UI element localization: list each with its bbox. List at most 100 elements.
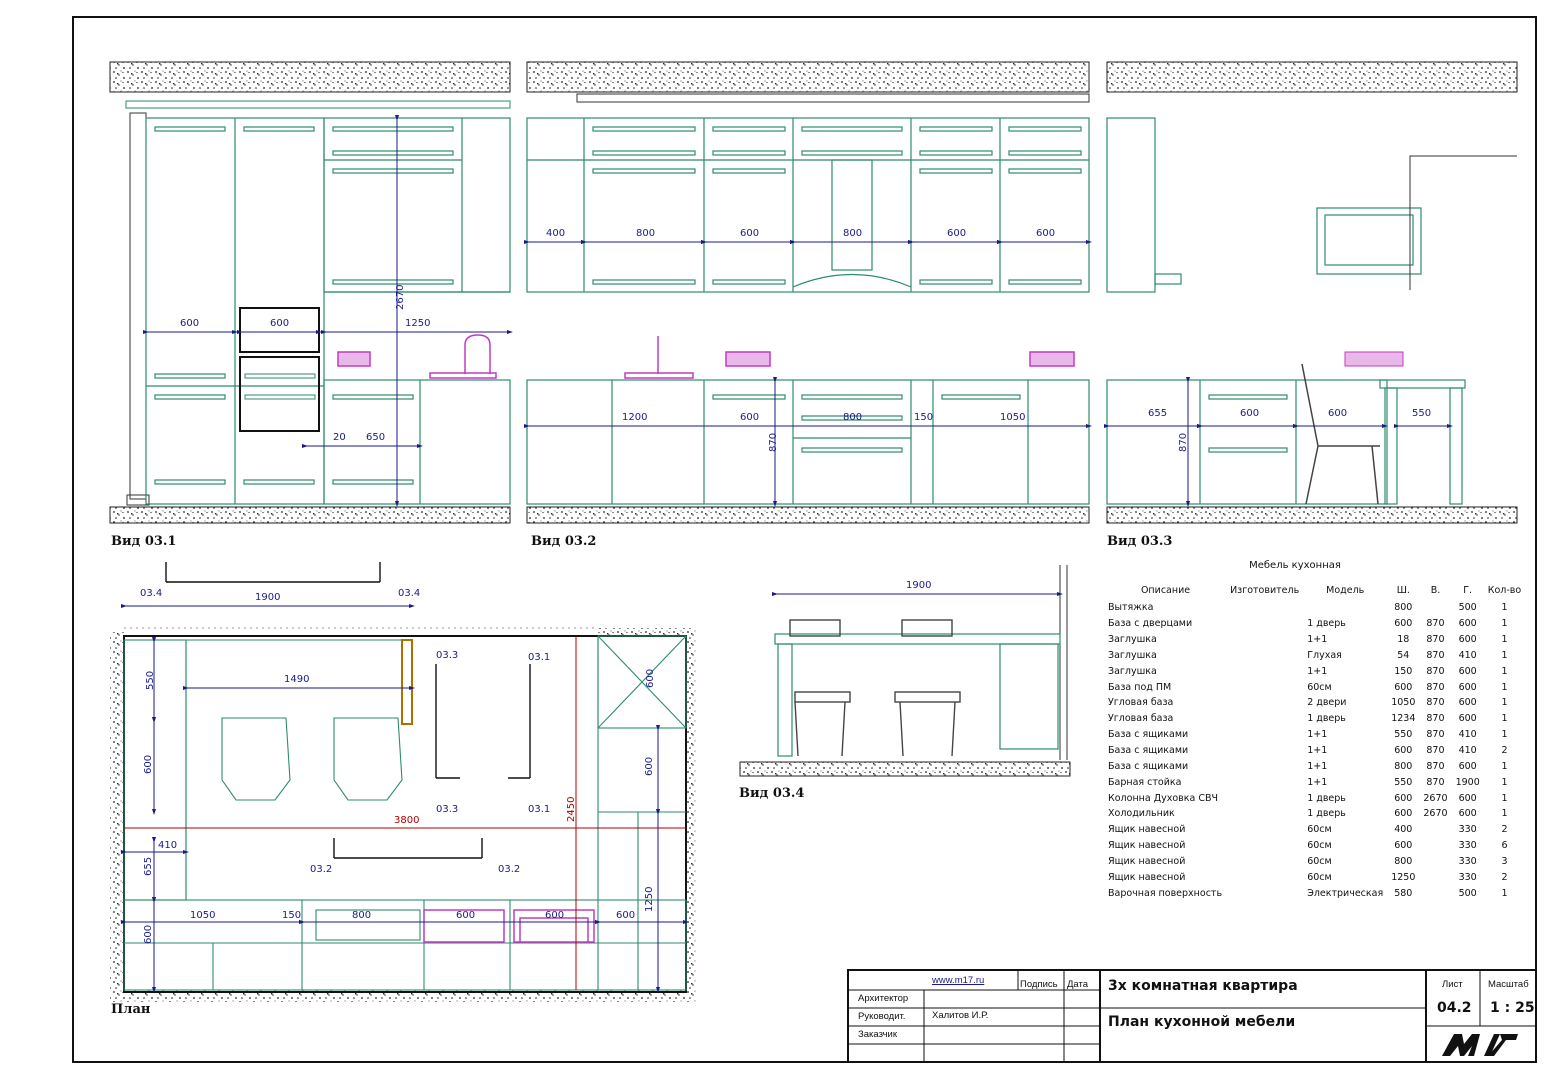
spec-cell: 870	[1426, 681, 1445, 693]
view-label-03-1: Вид 03.1	[111, 534, 177, 549]
spec-cell: База с ящиками	[1108, 745, 1189, 757]
spec-cell: 54	[1397, 649, 1410, 661]
spec-cell: 1+1	[1307, 776, 1328, 788]
ref-plan-031b: 03.1	[528, 804, 550, 815]
dim-plan-600b: 600	[143, 925, 154, 944]
dim-plan-410: 410	[158, 840, 177, 851]
spec-cell: 150	[1394, 665, 1413, 677]
spec-cell: 1+1	[1307, 745, 1328, 757]
spec-cell: 330	[1458, 840, 1477, 852]
spec-cell: 60см	[1307, 840, 1332, 852]
head-name: Халитов И.Р.	[932, 1010, 989, 1021]
spec-cell: Вытяжка	[1108, 602, 1154, 614]
spec-header-cell: Кол-во	[1487, 585, 1522, 596]
spec-cell: Ящик навесной	[1108, 871, 1186, 883]
spec-cell	[1226, 727, 1303, 743]
spec-cell: 1	[1501, 681, 1508, 693]
spec-cell: 600	[1458, 634, 1477, 646]
view-03-1: 600 600 1250 2670 20 650	[109, 61, 513, 524]
spec-cell	[1419, 885, 1451, 901]
spec-cell: 3	[1501, 855, 1508, 867]
scale-label: Масштаб	[1488, 979, 1529, 990]
spec-cell	[1226, 600, 1303, 616]
spec-cell: 1050	[1391, 697, 1416, 709]
spec-cell: 870	[1426, 697, 1445, 709]
dim-v2-150: 150	[914, 412, 933, 423]
dim-plan-600c: 600	[645, 669, 656, 688]
spec-cell: 800	[1394, 602, 1413, 614]
spec-cell: 800	[1394, 760, 1413, 772]
spec-cell: 330	[1458, 855, 1477, 867]
spec-cell: 2670	[1423, 792, 1448, 804]
m17-logo	[1442, 1034, 1518, 1056]
spec-cell: 870	[1426, 776, 1445, 788]
sheet-title: План кухонной мебели	[1108, 1014, 1296, 1030]
dim-plan-b600a: 600	[456, 910, 475, 921]
spec-header-cell: Г.	[1463, 585, 1473, 596]
title-block: www.m17.ru Подпись Дата Архитектор Руков…	[848, 970, 1536, 1060]
dim-plan-655: 655	[143, 857, 154, 876]
spec-cell: 600	[1394, 792, 1413, 804]
spec-header-cell: Описание	[1140, 585, 1191, 596]
spec-cell	[1226, 632, 1303, 648]
floor-slab	[739, 761, 1071, 777]
ceiling-slab	[1106, 61, 1518, 93]
spec-cell: Электрическая	[1307, 887, 1384, 899]
spec-cell	[1226, 616, 1303, 632]
spec-cell: 1900	[1455, 776, 1480, 788]
spec-cell: 60см	[1307, 681, 1332, 693]
spec-cell: Ящик навесной	[1108, 855, 1186, 867]
spec-cell: 1+1	[1307, 729, 1328, 741]
dim-v2-1200: 1200	[622, 412, 647, 423]
spec-cell	[1226, 743, 1303, 759]
date-label: Дата	[1067, 979, 1089, 990]
dim-plan-550: 550	[145, 671, 156, 690]
ref-plan-033a: 03.3	[436, 650, 458, 661]
spec-cell: 600	[1458, 618, 1477, 630]
ref-plan-032b: 03.2	[498, 864, 520, 875]
spec-cell	[1226, 695, 1303, 711]
spec-cell: 60см	[1307, 871, 1332, 883]
site-link[interactable]: www.m17.ru	[932, 975, 985, 986]
dim-plan-600d: 600	[644, 757, 655, 776]
spec-cell: 2670	[1423, 808, 1448, 820]
spec-cell: 1	[1501, 887, 1508, 899]
dim-v2-600b: 600	[947, 228, 966, 239]
dim-v3-870: 870	[1178, 433, 1189, 452]
dim-v3-550: 550	[1412, 408, 1431, 419]
spec-cell	[1419, 838, 1451, 854]
view-label-plan: План	[111, 1002, 151, 1017]
spec-cell: 500	[1458, 602, 1477, 614]
spec-cell	[1419, 600, 1451, 616]
spec-cell: 60см	[1307, 824, 1332, 836]
spec-cell: Угловая база	[1108, 697, 1174, 709]
spec-cell: 550	[1394, 776, 1413, 788]
sign-label: Подпись	[1020, 979, 1058, 990]
spec-cell: 870	[1426, 618, 1445, 630]
title-block-grid	[847, 969, 1537, 1063]
spec-cell: База с ящиками	[1108, 760, 1189, 772]
dim-plan-b600c: 600	[616, 910, 635, 921]
spec-cell	[1226, 806, 1303, 822]
dim-plan-b800: 800	[352, 910, 371, 921]
spec-cell: 600	[1458, 713, 1477, 725]
dim-v1-20: 20	[333, 432, 346, 443]
view-03-2: 400 800 600 800 600 600 1200 600 800 150…	[524, 61, 1092, 524]
spec-cell: 1	[1501, 729, 1508, 741]
spec-cell: 2 двери	[1307, 697, 1347, 709]
spec-cell: 870	[1426, 760, 1445, 772]
